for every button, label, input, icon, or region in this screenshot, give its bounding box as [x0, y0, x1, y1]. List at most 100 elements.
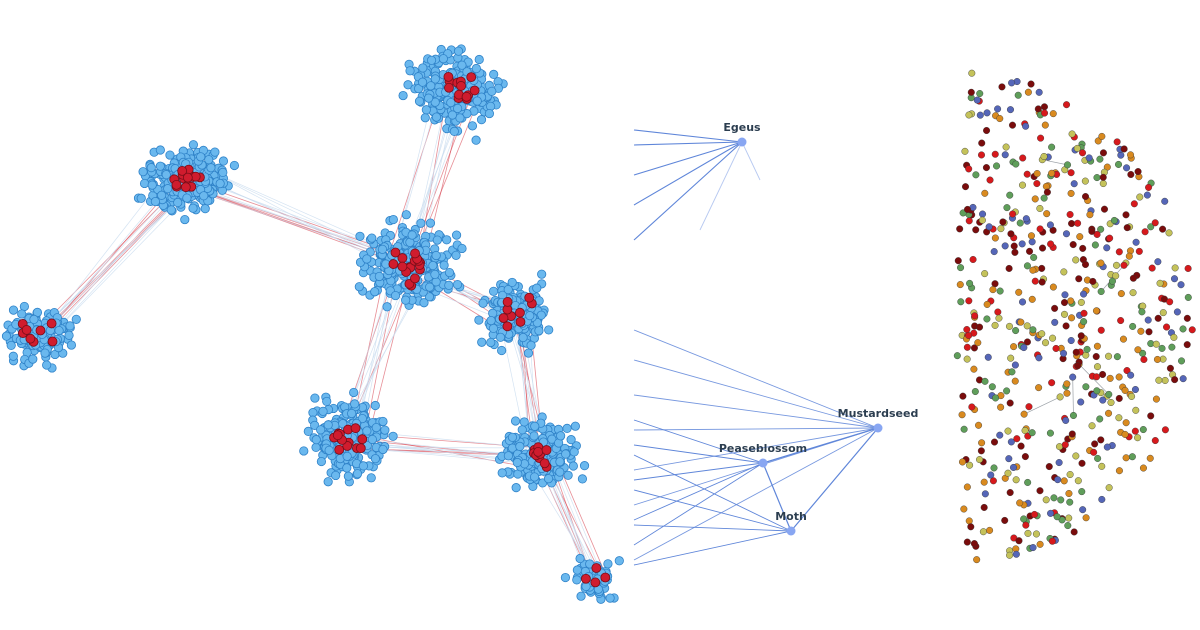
cluster-node [572, 575, 582, 585]
cluster-node [476, 115, 487, 125]
cluster-node [200, 204, 210, 214]
edge-mustardseed [633, 427, 879, 431]
radial-node [1028, 238, 1036, 246]
radial-node [979, 528, 987, 536]
radial-node [1062, 230, 1070, 238]
radial-node [1060, 349, 1068, 357]
radial-node [1127, 371, 1135, 379]
hub-node [171, 180, 182, 190]
radial-node [997, 225, 1005, 233]
radial-node [1020, 410, 1028, 418]
cluster-node [503, 284, 513, 295]
edge-peaseblossom [633, 462, 764, 546]
radial-node [1173, 308, 1181, 316]
hub-node [515, 307, 525, 318]
cluster-node [555, 467, 565, 477]
hub-node [177, 165, 188, 176]
radial-node [1001, 516, 1009, 524]
cluster-node [401, 210, 411, 220]
radial-node [1110, 216, 1118, 224]
radial-node [1063, 380, 1071, 388]
radial-node [971, 388, 979, 396]
hub-node [469, 85, 480, 96]
hub-node [388, 259, 399, 269]
cluster-node [438, 54, 448, 64]
cluster-node [8, 305, 19, 315]
radial-node [989, 477, 997, 485]
radial-node [1098, 495, 1106, 503]
cluster-node [421, 105, 431, 115]
cluster-node [6, 340, 16, 351]
radial-node [1037, 134, 1045, 142]
radial-node [1005, 455, 1013, 463]
edge-egeus-faint [699, 141, 743, 231]
cluster-node [425, 218, 436, 228]
radial-node [1094, 363, 1102, 371]
radial-node [991, 321, 999, 329]
radial-node [960, 505, 968, 513]
radial-node [968, 403, 976, 411]
node-moth[interactable] [786, 526, 796, 536]
hub-node [47, 336, 58, 347]
cluster-node [371, 423, 381, 433]
radial-node [1041, 121, 1049, 129]
edge-egeus [633, 141, 743, 206]
cluster-node [215, 178, 225, 189]
radial-node [1026, 247, 1034, 255]
radial-node [966, 461, 974, 469]
radial-node [994, 105, 1002, 113]
cluster-node [430, 269, 440, 280]
radial-node [1113, 138, 1121, 146]
node-peaseblossom[interactable] [758, 458, 768, 468]
radial-node [980, 503, 988, 511]
node-mustardseed[interactable] [873, 423, 883, 433]
radial-node [1135, 247, 1143, 255]
radial-node [1006, 551, 1014, 559]
radial-node [981, 270, 989, 278]
radial-node [1036, 540, 1044, 548]
cluster-node [354, 282, 364, 292]
radial-node [1088, 227, 1096, 235]
radial-node [1072, 348, 1080, 356]
cluster-node [338, 419, 348, 429]
radial-node [963, 355, 971, 363]
radial-node [1021, 427, 1029, 435]
node-egeus[interactable] [737, 137, 747, 147]
radial-node [977, 447, 985, 455]
cluster-node [568, 461, 578, 471]
radial-node [1072, 452, 1080, 460]
radial-node [1023, 262, 1031, 270]
radial-node [990, 438, 998, 446]
radial-node [1113, 353, 1121, 361]
cluster-node [166, 205, 176, 215]
radial-node [1098, 462, 1106, 470]
edge-fairy [762, 462, 792, 532]
radial-node [980, 478, 988, 486]
cluster-node [532, 283, 542, 293]
cluster-node [488, 286, 499, 296]
cluster-node [147, 180, 157, 190]
radial-node [983, 109, 991, 117]
hub-node [443, 71, 454, 82]
radial-node [1015, 288, 1023, 296]
radial-node [981, 189, 989, 197]
radial-node [1079, 244, 1087, 252]
radial-network-panel [953, 69, 1196, 564]
hub-node [182, 172, 193, 183]
radial-node [965, 331, 973, 339]
bridge-edge [37, 175, 166, 340]
cluster-node [487, 86, 497, 96]
cluster-node [303, 426, 313, 436]
radial-node [1178, 357, 1186, 365]
cluster-node [420, 113, 430, 123]
cluster-node [426, 55, 437, 65]
cluster-node [358, 461, 369, 471]
cluster-node [311, 435, 321, 445]
radial-node [1031, 195, 1039, 203]
hub-node [591, 563, 602, 573]
cluster-node [426, 81, 436, 91]
hub-node [332, 430, 343, 441]
cluster-node [453, 103, 463, 114]
cluster-node [324, 445, 334, 455]
cluster-node [444, 267, 455, 278]
